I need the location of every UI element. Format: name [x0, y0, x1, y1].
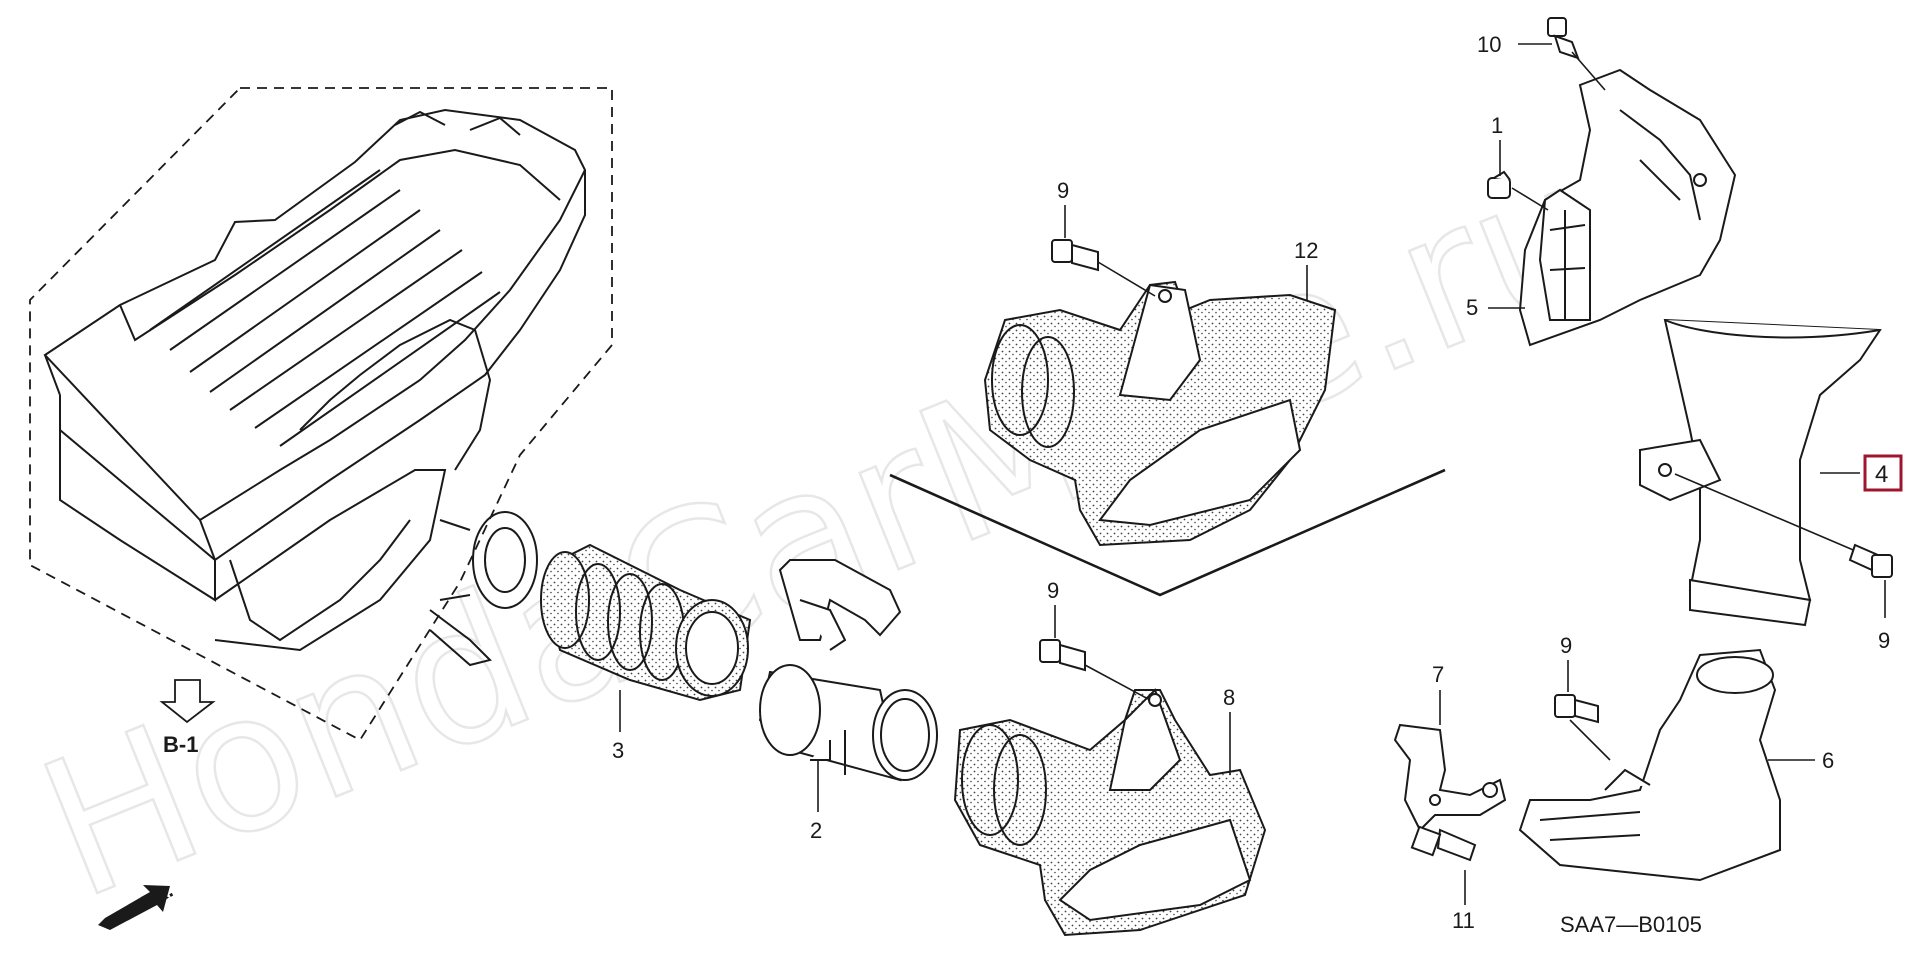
part-6-lower-tube [1518, 648, 1781, 882]
callout-part-8: 8 [1223, 685, 1235, 710]
part-9-bolt-a [1051, 239, 1099, 272]
callout-part-7: 7 [1432, 662, 1444, 687]
callout-part-9-c: 9 [1560, 633, 1572, 658]
part-9-bolt-b [1039, 639, 1086, 672]
part-4-intake-tube [1639, 318, 1882, 627]
callout-part-9-d: 9 [1878, 628, 1890, 653]
part-3-intake-boot [540, 543, 752, 702]
watermark-text: HondaCarMine.ru [14, 116, 1633, 942]
callout-part-4[interactable]: 4 [1875, 461, 1888, 488]
diagram-code: SAA7—B0105 [1560, 912, 1702, 937]
part-8-intake-duct [953, 688, 1267, 937]
callout-part-12: 12 [1294, 238, 1318, 263]
callout-part-11: 11 [1452, 908, 1475, 933]
callout-part-10: 10 [1477, 32, 1501, 57]
callout-part-6: 6 [1822, 748, 1834, 773]
part-11-bolt [1410, 825, 1477, 862]
callout-part-9-b: 9 [1047, 578, 1059, 603]
callout-part-1: 1 [1491, 113, 1503, 138]
part-12-upper-duct [889, 280, 1446, 597]
part-2-resonator-tube [758, 559, 938, 782]
reference-arrow-b1: B-1 [159, 679, 216, 757]
reference-label: B-1 [163, 732, 198, 757]
callout-part-5: 5 [1466, 295, 1478, 320]
part-10-bolt [1547, 17, 1580, 60]
callout-part-3: 3 [612, 738, 624, 763]
part-9-bolt-d [1848, 543, 1893, 578]
air-cleaner-housing [29, 87, 613, 742]
part-9-bolt-c [1554, 694, 1599, 724]
callout-part-4-highlight[interactable]: 4 [1863, 454, 1903, 492]
callout-part-2: 2 [810, 818, 822, 843]
part-5-bracket-cover [1518, 68, 1737, 347]
callout-part-9-a: 9 [1057, 178, 1069, 203]
part-7-bracket [1393, 723, 1507, 832]
part-1-clip [1487, 170, 1511, 199]
